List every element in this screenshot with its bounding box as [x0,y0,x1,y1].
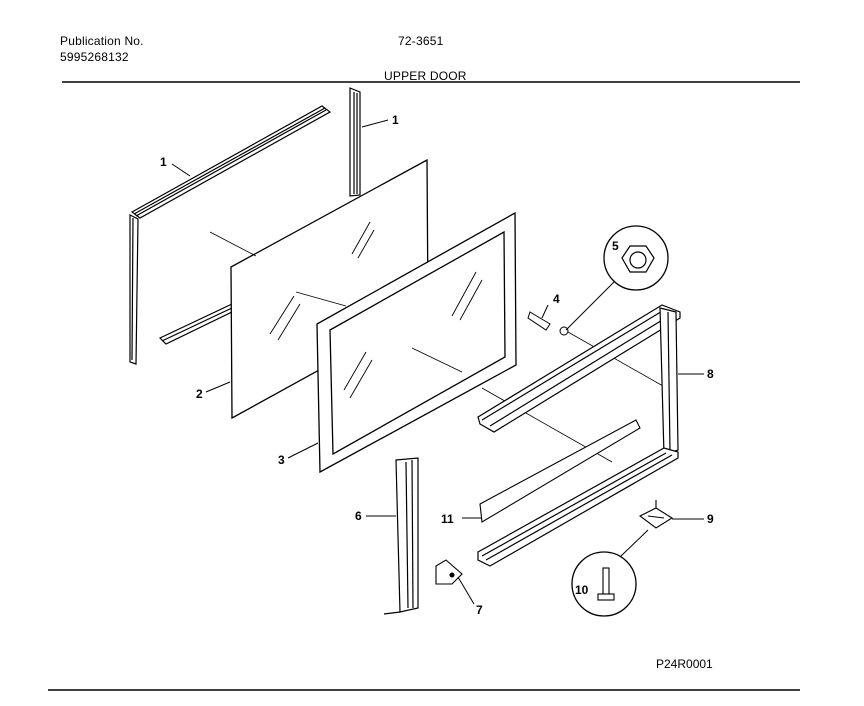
callout-2: 2 [196,387,203,401]
callout-9: 9 [707,512,714,526]
callout-3: 3 [278,453,285,467]
publication-number: 5995268132 [60,50,129,64]
framed-door-glass [316,211,517,474]
callout-6: 6 [355,509,362,523]
glass-retainer-strip [479,419,641,523]
callout-5: 5 [612,239,619,253]
nut-detail-circle [565,225,669,331]
callout-1-left: 1 [160,155,167,169]
callout-leaders [171,119,704,605]
publication-label: Publication No. [60,34,144,48]
section-title: UPPER DOOR [384,69,467,83]
callout-10: 10 [575,583,589,597]
door-frame [477,304,681,567]
callout-11: 11 [441,512,454,526]
screw [527,311,569,336]
door-side-channel [383,457,419,615]
door-trim-strip-left [129,105,332,365]
hinge-clip [638,500,674,529]
callout-7: 7 [476,603,483,617]
callout-1-right: 1 [392,113,399,127]
callout-4: 4 [553,292,560,306]
door-bracket [435,559,463,585]
door-trim-strip-right [349,87,361,197]
model-number: 72-3651 [398,34,444,48]
callout-8: 8 [707,367,714,381]
figure-id: P24R0001 [656,657,713,671]
bolt-detail-circle [571,529,649,617]
